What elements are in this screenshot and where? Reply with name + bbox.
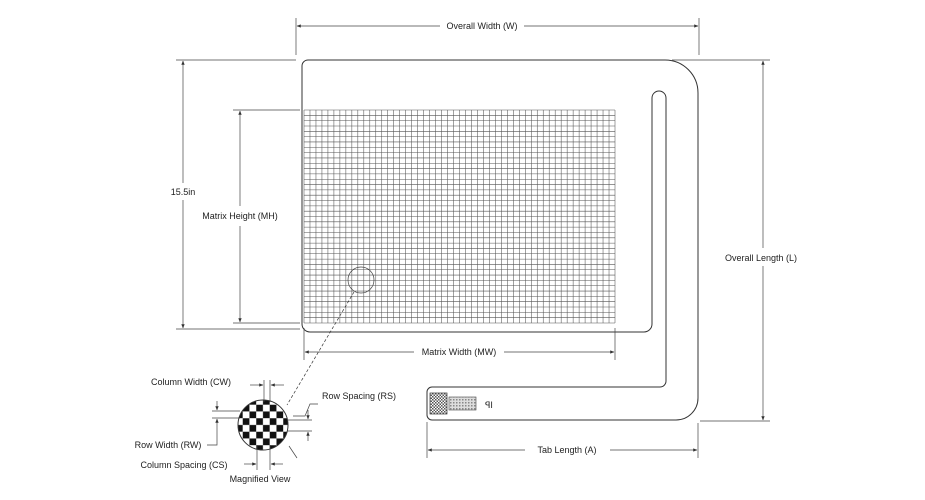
magnified-cell xyxy=(283,404,288,412)
magnified-view xyxy=(237,399,289,451)
magnified-cell xyxy=(276,431,284,439)
magnified-cell xyxy=(238,445,243,450)
rs-leader xyxy=(293,403,318,417)
magnified-cell xyxy=(238,404,243,412)
magnified-cell xyxy=(256,438,264,446)
column-spacing-label: Column Spacing (CS) xyxy=(140,460,227,470)
magnified-cell xyxy=(242,424,250,432)
tab-length-label: Tab Length (A) xyxy=(537,445,596,455)
magnified-cell xyxy=(269,404,277,412)
rw-leader xyxy=(207,428,218,446)
magnified-view-caption: Magnified View xyxy=(230,474,291,484)
magnified-cell xyxy=(242,418,250,426)
magnified-cell xyxy=(238,438,243,446)
matrix-height-label: Matrix Height (MH) xyxy=(202,211,278,221)
magnified-cell xyxy=(242,404,250,412)
magnified-cell xyxy=(249,431,257,439)
magnified-cell xyxy=(269,411,277,419)
magnified-cell xyxy=(249,438,257,446)
magnified-cell xyxy=(242,400,250,405)
magnified-cell xyxy=(256,431,264,439)
row-spacing-label: Row Spacing (RS) xyxy=(322,391,396,401)
magnified-cell xyxy=(276,418,284,426)
sensor-outline xyxy=(301,59,699,421)
magnified-cell xyxy=(256,411,264,419)
magnified-cell xyxy=(256,424,264,432)
magnified-cell xyxy=(283,438,288,446)
overall-width-label: Overall Width (W) xyxy=(446,21,517,31)
magnified-cell xyxy=(249,411,257,419)
magnified-cell xyxy=(269,424,277,432)
matrix-width-label: Matrix Width (MW) xyxy=(422,347,497,357)
magnified-cell xyxy=(276,424,284,432)
magnified-cell xyxy=(269,438,277,446)
magnified-cell xyxy=(242,438,250,446)
row-width-label: Row Width (RW) xyxy=(135,440,202,450)
magnified-cell xyxy=(256,418,264,426)
magnified-cell xyxy=(262,431,270,439)
magnified-cell xyxy=(256,404,264,412)
magnified-cell xyxy=(276,438,284,446)
magnified-cell xyxy=(242,445,250,450)
magnified-cell xyxy=(238,418,243,426)
cs-leader-right xyxy=(288,445,298,459)
magnified-cell xyxy=(262,418,270,426)
magnified-cell xyxy=(262,411,270,419)
magnified-cell xyxy=(242,411,250,419)
magnified-cell xyxy=(249,418,257,426)
tab-marking: ꟼI xyxy=(485,400,493,410)
magnified-cell xyxy=(276,411,284,419)
magnified-cell xyxy=(238,424,243,432)
magnified-cell xyxy=(262,404,270,412)
zoom-leader-line xyxy=(286,291,355,406)
magnified-cell xyxy=(242,431,250,439)
magnified-cell xyxy=(262,424,270,432)
tab-connector-pad-secondary xyxy=(448,396,477,411)
magnified-cell xyxy=(262,445,270,450)
magnified-cell xyxy=(262,438,270,446)
magnified-cell xyxy=(249,424,257,432)
magnified-cell xyxy=(256,400,264,405)
magnified-cell xyxy=(238,400,243,405)
magnified-cell xyxy=(276,400,284,405)
height-value-label: 15.5in xyxy=(171,187,196,197)
zoom-callout-circle xyxy=(347,266,375,294)
magnified-cell xyxy=(276,445,284,450)
column-width-label: Column Width (CW) xyxy=(151,377,231,387)
magnified-cell xyxy=(283,418,288,426)
magnified-cell xyxy=(249,404,257,412)
magnified-cell xyxy=(269,418,277,426)
overall-length-label: Overall Length (L) xyxy=(725,253,797,263)
magnified-cell xyxy=(276,404,284,412)
magnified-cell xyxy=(269,431,277,439)
sensor-matrix-grid xyxy=(303,109,616,324)
tab-connector-pad xyxy=(429,392,448,415)
